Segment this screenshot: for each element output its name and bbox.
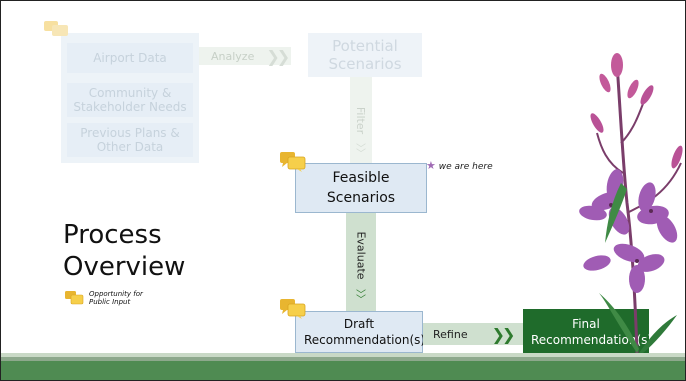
chevron-icon: ﹀﹀ (356, 144, 366, 160)
we-are-here-label: we are here (438, 162, 493, 172)
footer-bar-mid (1, 357, 685, 361)
input-previous-plans: Previous Plans & Other Data (67, 123, 193, 157)
filter-label: Filter (354, 106, 368, 134)
analyze-connector: Analyze ❯❯ (199, 46, 291, 66)
footer-bar (1, 361, 685, 380)
evaluate-label: Evaluate (354, 230, 368, 280)
legend: Opportunity for Public Input (65, 290, 155, 306)
chevron-icon: ❯❯ (266, 46, 290, 66)
fireweed-flower-illustration (579, 53, 683, 353)
speech-bubbles-icon (65, 291, 84, 305)
chevron-icon: ❯❯ (491, 324, 516, 344)
input-airport-data: Airport Data (67, 43, 193, 73)
evaluate-connector: Evaluate ﹀﹀ (346, 213, 376, 311)
we-are-here-marker: ★ we are here (426, 159, 493, 172)
speech-bubbles-icon (44, 21, 68, 36)
potential-scenarios-box: Potential Scenarios (308, 33, 422, 77)
star-icon: ★ (426, 159, 436, 172)
speech-bubbles-icon (280, 299, 306, 319)
feasible-label: Feasible Scenarios (326, 170, 396, 206)
final-label: Final Recommendation(s) (531, 317, 653, 347)
chevron-icon: ﹀﹀ (356, 290, 366, 306)
draft-recommendations-box: Draft Recommendation(s) (295, 311, 426, 353)
feasible-scenarios-box: Feasible Scenarios (295, 163, 427, 213)
legend-label: Opportunity for Public Input (89, 290, 143, 306)
footer-bar-light (1, 353, 685, 357)
filter-connector: Filter ﹀﹀ (350, 77, 372, 163)
draft-label: Draft Recommendation(s) (304, 317, 426, 347)
refine-connector: Refine ❯❯ (423, 323, 523, 345)
analyze-label: Analyze (211, 49, 255, 63)
page-title: Process Overview (63, 220, 186, 282)
refine-label: Refine (433, 327, 468, 341)
speech-bubbles-icon (280, 152, 306, 172)
input-community-needs: Community & Stakeholder Needs (67, 83, 193, 117)
